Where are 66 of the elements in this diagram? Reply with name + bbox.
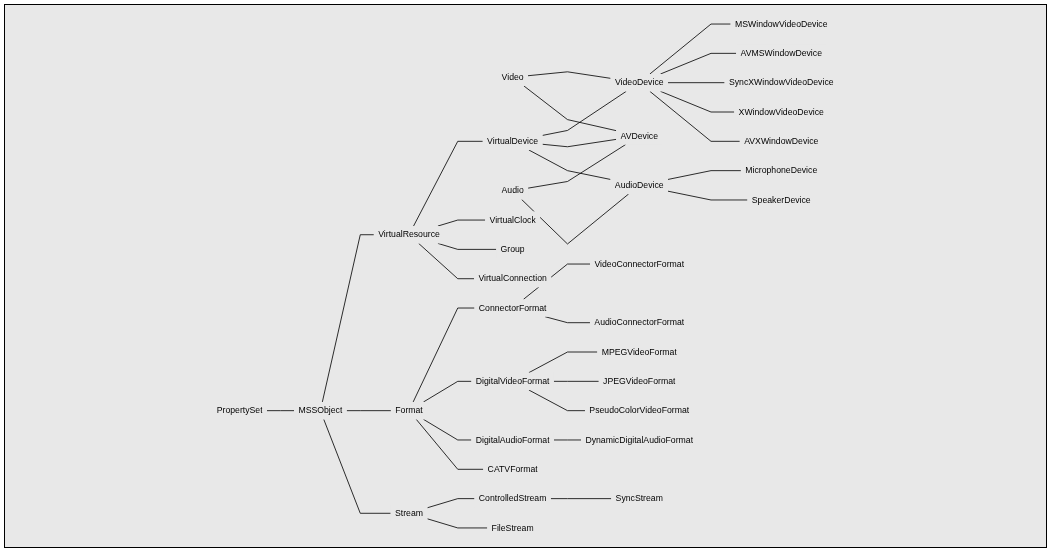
connector <box>523 85 617 132</box>
connector <box>660 52 737 75</box>
node-text: AVDevice <box>620 131 659 141</box>
connector <box>423 380 473 403</box>
node-text: SpeakerDevice <box>752 195 812 205</box>
node-text: VideoConnectorFormat <box>594 259 685 269</box>
connector <box>553 380 600 382</box>
node-text: MSWindowVideoDevice <box>735 19 828 29</box>
connector <box>649 90 741 142</box>
node-text: Format <box>395 405 424 415</box>
node-text: Video <box>501 72 525 82</box>
node-text: AVMSWindowDevice <box>740 48 823 58</box>
node-text: MicrophoneDevice <box>745 165 818 175</box>
connector <box>437 243 497 250</box>
connector <box>418 243 475 280</box>
node-text: MSSObject <box>298 405 343 415</box>
node-text: AudioConnectorFormat <box>594 317 685 328</box>
connector <box>437 219 486 227</box>
node-text: AVXWindowDevice <box>744 136 819 146</box>
connector <box>323 418 392 514</box>
connector <box>322 234 375 403</box>
connector <box>413 140 484 227</box>
connector <box>346 410 392 412</box>
node-text: Audio <box>501 185 525 196</box>
connector <box>667 82 726 84</box>
node-text: VideoDevice <box>615 77 664 88</box>
connector <box>427 518 489 529</box>
connector <box>528 351 599 374</box>
node-text: CATVFormat <box>487 464 539 474</box>
connector <box>521 193 630 245</box>
node-text: ControlledStream <box>479 493 547 503</box>
node-text: MPEGVideoFormat <box>602 347 678 357</box>
node-text: PropertySet <box>217 405 263 415</box>
node-text: VirtualResource <box>378 229 441 240</box>
node-text: DynamicDigitalAudioFormat <box>585 435 694 445</box>
connector <box>542 90 627 136</box>
node-text: JPEGVideoFormat <box>603 376 676 386</box>
node-text: DigitalVideoFormat <box>476 376 550 386</box>
connector <box>649 23 732 75</box>
connector <box>423 418 473 441</box>
connector <box>667 190 749 201</box>
connector <box>266 410 295 412</box>
connector <box>413 307 476 403</box>
connector <box>527 71 612 79</box>
node-text: VirtualDevice <box>487 136 539 146</box>
connector <box>542 139 617 148</box>
node-text: Stream <box>395 508 424 518</box>
node-text: DigitalAudioFormat <box>476 435 550 445</box>
node-text: XWindowVideoDevice <box>738 107 825 117</box>
connector <box>528 144 627 189</box>
node-text: Group <box>500 244 526 254</box>
connector <box>416 418 485 470</box>
node-text: SyncXWindowVideoDevice <box>729 77 834 88</box>
node-text: SyncStream <box>615 493 664 503</box>
node-text: AudioDevice <box>615 180 665 190</box>
connector <box>528 389 586 412</box>
connector <box>545 316 591 324</box>
connector <box>528 149 612 180</box>
connector <box>667 170 742 180</box>
node-text: FileStream <box>492 523 535 533</box>
node-text: ConnectorFormat <box>479 303 547 313</box>
connector <box>550 498 613 500</box>
node-text: PseudoColorVideoFormat <box>589 405 690 415</box>
node-text: VirtualClock <box>489 215 537 225</box>
connector <box>427 498 476 509</box>
connector <box>660 90 735 113</box>
